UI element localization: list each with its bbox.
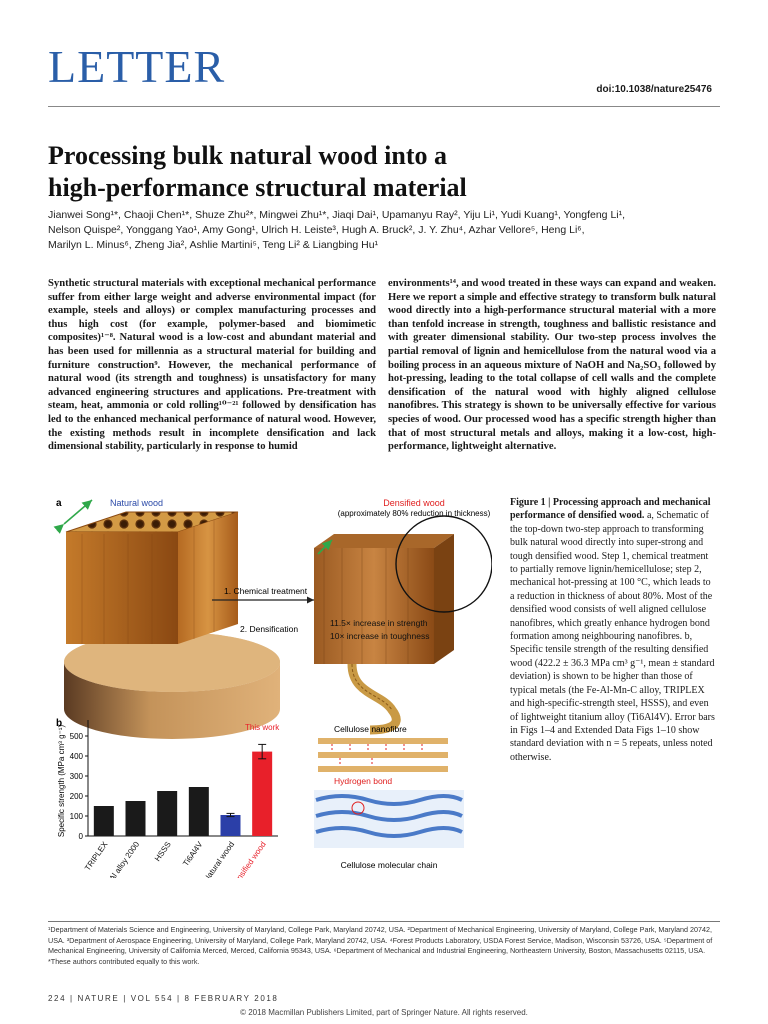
bar [188, 787, 209, 836]
footnote-divider [48, 921, 720, 922]
hydrogen-bond-label: Hydrogen bond [334, 776, 392, 786]
natural-wood-label: Natural wood [110, 498, 163, 508]
equal-contribution-note: *These authors contributed equally to th… [48, 956, 200, 966]
abstract-column-2: environments¹⁴, and wood treated in thes… [388, 278, 716, 453]
header-divider [48, 106, 720, 107]
y-tick-label: 0 [79, 832, 84, 841]
y-tick-label: 500 [70, 732, 84, 741]
y-tick-label: 400 [70, 752, 84, 761]
x-tick-label: HSSS [153, 840, 173, 863]
author-list: Jianwei Song¹*, Chaoji Chen¹*, Shuze Zhu… [48, 208, 718, 253]
authors-line-1: Jianwei Song¹*, Chaoji Chen¹*, Shuze Zhu… [48, 209, 626, 221]
step-2-label: 2. Densification [240, 624, 298, 634]
bar [220, 815, 241, 836]
panel-b-label: b [56, 718, 62, 729]
natural-wood-block [53, 499, 239, 644]
y-tick-label: 200 [70, 792, 84, 801]
section-label: LETTER [48, 41, 226, 92]
footnotes: ¹Department of Materials Science and Eng… [48, 925, 720, 967]
authors-line-3: Marilyn L. Minus⁶, Zheng Jia², Ashlie Ma… [48, 239, 379, 251]
nanofibre-label: Cellulose nanofibre [334, 724, 407, 734]
x-tick-label: Ti6Al4V [181, 839, 205, 867]
x-tick-label: TRIPLEX [83, 839, 110, 872]
this-work-annotation: This work [245, 723, 280, 732]
step-1-label: 1. Chemical treatment [224, 586, 308, 596]
densified-wood-label: Densified wood [383, 498, 445, 508]
panel-a-label: a [56, 498, 62, 509]
article-title: Processing bulk natural wood into a high… [48, 140, 668, 204]
abstract-column-1: Synthetic structural materials with exce… [48, 278, 376, 453]
strength-gain: 11.5× increase in strength [330, 618, 428, 628]
y-axis-label: Specific strength (MPa cm³ g⁻¹) [57, 725, 66, 838]
nanofibre-schematic: Cellulose nanofibre Hydrogen bond Cellul… [314, 724, 464, 870]
caption-text: a, Schematic of the top-down two-step ap… [510, 510, 715, 763]
specific-strength-chart: 0 100 200 300 400 500 Specific strength (MPa c… [57, 720, 280, 878]
caption-label: Figure 1 | Processing approach and mecha… [510, 497, 711, 522]
bar [157, 791, 178, 836]
figure-caption: Figure 1 | Processing approach and mecha… [510, 496, 716, 764]
log-illustration [64, 632, 280, 739]
copyright: © 2018 Macmillan Publishers Limited, par… [240, 1008, 528, 1017]
authors-line-2: Nelson Quispe², Yonggang Yao¹, Amy Gong¹… [48, 224, 585, 236]
title-line-2: high-performance structural material [48, 173, 467, 202]
bar [125, 801, 146, 836]
x-tick-label: Natural wood [202, 840, 236, 878]
y-tick-label: 100 [70, 812, 84, 821]
x-tick-label: Al alloy 2000 [107, 840, 141, 878]
doi[interactable]: doi:10.1038/nature25476 [596, 84, 712, 95]
page-info: 224 | NATURE | VOL 554 | 8 FEBRUARY 2018 [48, 994, 279, 1003]
densified-wood-block: 11.5× increase in strength 10× increase … [314, 515, 492, 735]
bar [252, 751, 273, 836]
molecular-chain-label: Cellulose molecular chain [341, 860, 438, 870]
bar [93, 806, 114, 836]
densified-wood-note: (approximately 80% reduction in thicknes… [338, 509, 491, 518]
affiliations: ¹Department of Materials Science and Eng… [48, 925, 713, 956]
toughness-gain: 10× increase in toughness [330, 631, 429, 641]
title-line-1: Processing bulk natural wood into a [48, 141, 447, 170]
y-tick-label: 300 [70, 772, 84, 781]
figure-1: a Natural wood Densified wood (approxima… [53, 498, 492, 878]
